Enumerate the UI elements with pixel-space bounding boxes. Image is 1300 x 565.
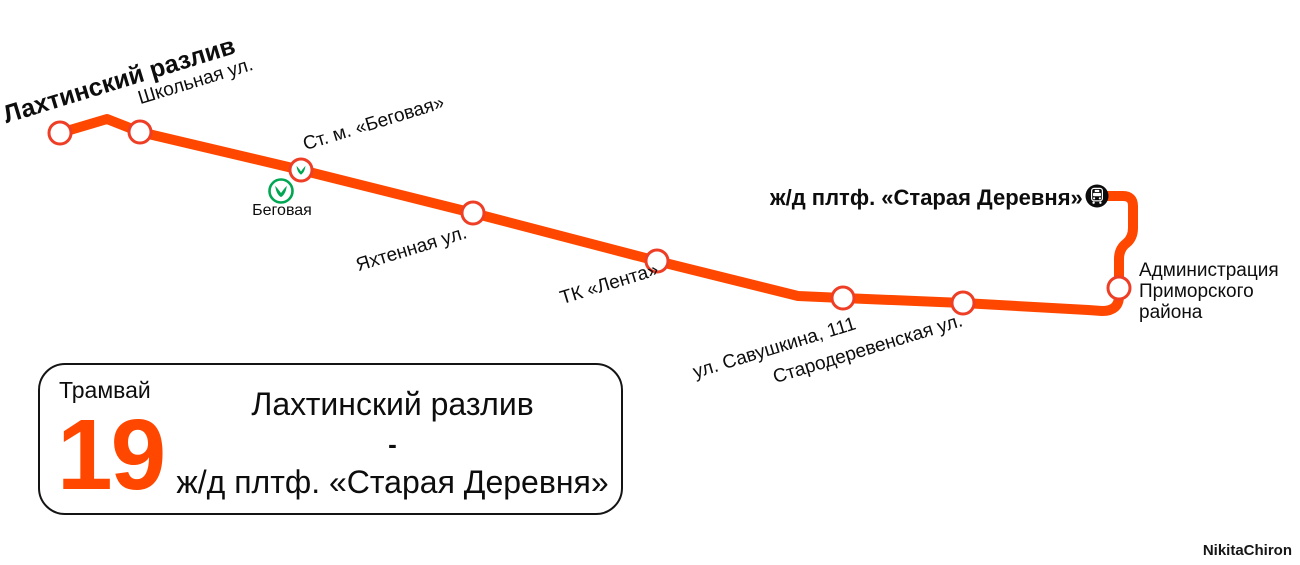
author-watermark: NikitaChiron	[1202, 542, 1292, 559]
stop-marker-shkolnaya	[127, 119, 153, 145]
stop-marker-lakhtinsky-razliv	[47, 120, 73, 146]
metro-station-name: Беговая	[252, 202, 312, 219]
stop-marker-savushkina-111	[830, 285, 856, 311]
route-number: 19	[57, 399, 166, 511]
route-origin: Лахтинский разлив	[251, 386, 534, 422]
route-info-card: Трамвай 19 Лахтинский разлив - ж/д плтф.…	[38, 363, 623, 515]
metro-m-icon	[296, 165, 306, 175]
route-endpoints: Лахтинский разлив - ж/д плтф. «Старая Де…	[170, 387, 615, 499]
stop-marker-tk-lenta	[644, 248, 670, 274]
vehicle-type-label: Трамвай	[59, 377, 151, 403]
stop-marker-administratsiya	[1106, 275, 1132, 301]
metro-station-icon	[268, 178, 294, 204]
route-destination: ж/д плтф. «Старая Деревня»	[176, 464, 609, 500]
stop-marker-yakhtennaya	[460, 200, 486, 226]
route-separator: -	[388, 429, 397, 459]
stop-label-staraya-derevnya: ж/д плтф. «Старая Деревня»	[770, 185, 1083, 210]
train-icon	[1085, 184, 1109, 208]
stop-marker-staroderevenskaya	[950, 290, 976, 316]
stop-marker-begovaya	[288, 157, 314, 183]
stop-label-administratsiya: Администрация Приморского района	[1139, 260, 1279, 323]
route-line	[55, 114, 1138, 316]
